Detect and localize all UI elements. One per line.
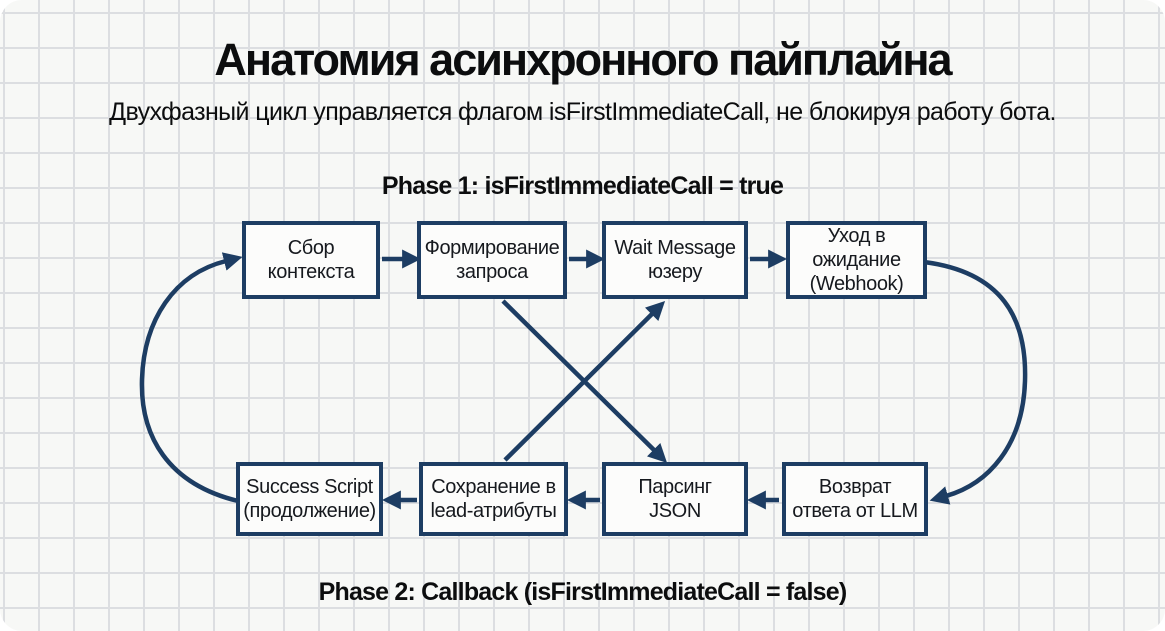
node-label-line: Возврат bbox=[818, 476, 892, 498]
node-label-line: юзеру bbox=[648, 261, 702, 283]
node-label-line: Уход в bbox=[827, 225, 886, 247]
node-label-line: Сохранение в bbox=[431, 476, 556, 498]
node-label-line: Сбор bbox=[287, 237, 335, 259]
node-label-line: JSON bbox=[649, 500, 701, 522]
node-label-line: Формирование bbox=[424, 237, 560, 259]
node-collect-context: Сбор контекста bbox=[242, 221, 380, 299]
node-save-lead: Сохранение в lead-атрибуты bbox=[419, 462, 568, 536]
node-label-line: Success Script bbox=[246, 476, 373, 498]
arrow-form-to-parse-diagonal bbox=[501, 299, 668, 463]
phase1-label: Phase 1: isFirstImmediateCall = true bbox=[381, 172, 784, 200]
node-label-line: Парсинг bbox=[638, 476, 712, 498]
node-llm-response: Возврат ответа от LLM bbox=[782, 462, 928, 536]
node-label-line: (продолжение) bbox=[243, 500, 376, 522]
arrow-webhook-loop-to-llm bbox=[923, 259, 1028, 505]
node-label-line: ожидание bbox=[812, 249, 901, 271]
node-go-waiting: Уход в ожидание (Webhook) bbox=[786, 221, 927, 299]
node-label-line: запроса bbox=[456, 261, 528, 283]
phase2-label: Phase 2: Callback (isFirstImmediateCall … bbox=[318, 578, 848, 606]
node-parse-json: Парсинг JSON bbox=[602, 462, 748, 536]
node-success-script: Success Script (продолжение) bbox=[236, 462, 383, 536]
node-label-line: (Webhook) bbox=[809, 273, 904, 295]
page-title: Анатомия асинхронного пайплайна bbox=[214, 34, 952, 85]
arrow-success-loop-to-collect bbox=[139, 252, 243, 504]
node-label-line: контекста bbox=[267, 261, 355, 283]
node-label-line: Wait Message bbox=[614, 237, 736, 259]
node-form-request: Формирование запроса bbox=[417, 221, 567, 299]
node-wait-message: Wait Message юзеру bbox=[602, 221, 748, 299]
arrow-save-to-wait-diagonal bbox=[503, 301, 666, 462]
page-subtitle: Двухфазный цикл управляется флагом isFir… bbox=[109, 98, 1056, 126]
node-label-line: ответа от LLM bbox=[792, 500, 918, 522]
node-label-line: lead-атрибуты bbox=[430, 500, 557, 522]
